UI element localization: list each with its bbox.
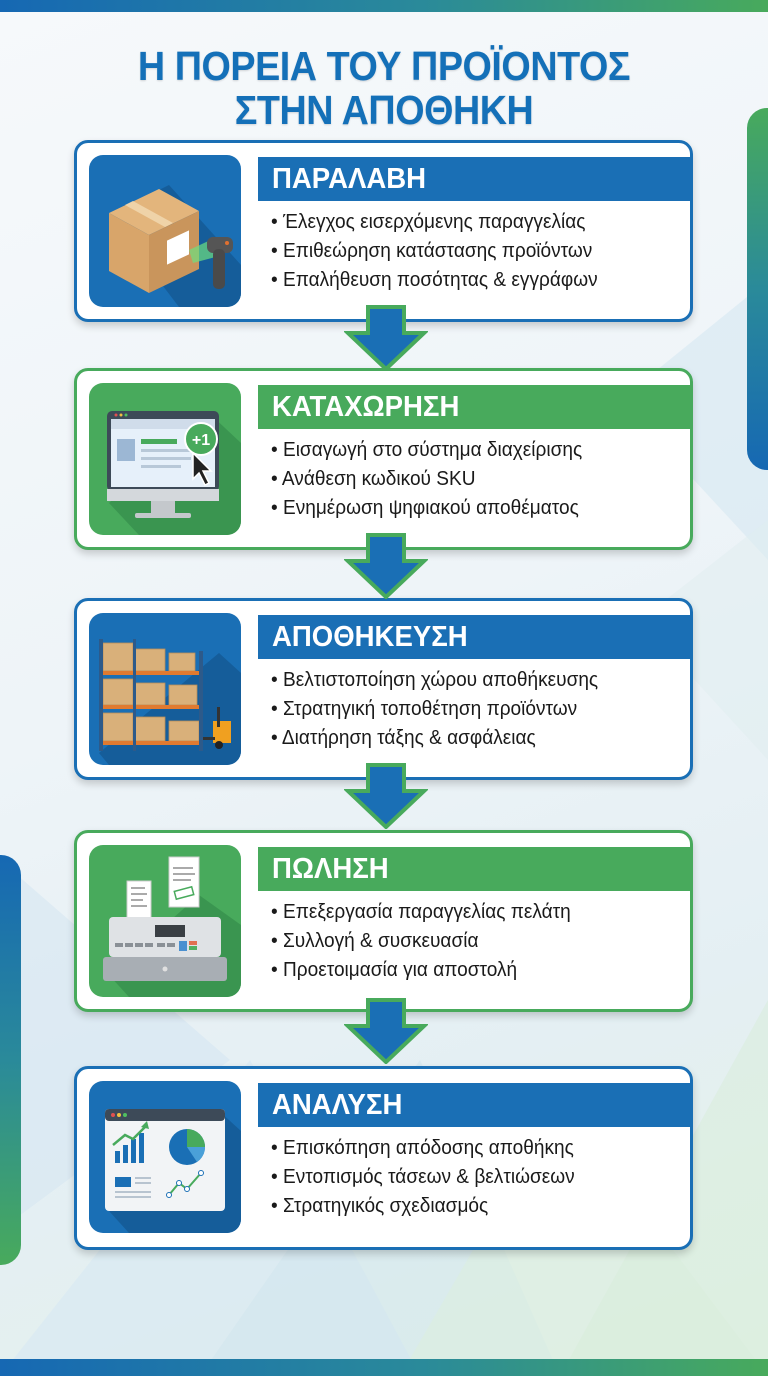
- bullet-item: Επισκόπηση απόδοσης αποθήκης: [271, 1133, 575, 1162]
- down-arrow-icon: [344, 305, 428, 371]
- cash-register-icon: [89, 845, 241, 997]
- title-line-1: Η ΠΟΡΕΙΑ ΤΟΥ ΠΡΟΪΟΝΤΟΣ: [137, 43, 631, 89]
- step-title: ΑΝΑΛΥΣΗ: [258, 1083, 690, 1127]
- step-bullets: Έλεγχος εισερχόμενης παραγγελίας Επιθεώρ…: [271, 207, 622, 294]
- bullet-item: Διατήρηση τάξης & ασφάλειας: [271, 723, 598, 752]
- bullet-item: Επιθεώρηση κατάστασης προϊόντων: [271, 236, 598, 265]
- step-bullets: Βελτιστοποίηση χώρου αποθήκευσης Στρατηγ…: [271, 665, 623, 752]
- step-title: ΑΠΟΘΗΚΕΥΣΗ: [258, 615, 690, 659]
- step-bullets: Επισκόπηση απόδοσης αποθήκης Εντοπισμός …: [271, 1133, 598, 1220]
- right-side-accent: [747, 108, 768, 470]
- bullet-item: Στρατηγική τοποθέτηση προϊόντων: [271, 694, 598, 723]
- bullet-item: Εντοπισμός τάσεων & βελτιώσεων: [271, 1162, 575, 1191]
- bullet-item: Επαλήθευση ποσότητας & εγγράφων: [271, 265, 598, 294]
- down-arrow-icon: [344, 763, 428, 829]
- bullet-item: Έλεγχος εισερχόμενης παραγγελίας: [271, 207, 598, 236]
- step-card-analysis: ΑΝΑΛΥΣΗ Επισκόπηση απόδοσης αποθήκης Εντ…: [74, 1066, 693, 1250]
- warehouse-shelves-forklift-icon: [89, 613, 241, 765]
- page-title: Η ΠΟΡΕΙΑ ΤΟΥ ΠΡΟΪΟΝΤΟΣ ΣΤΗΝ ΑΠΟΘΗΚΗ: [0, 44, 768, 132]
- bullet-item: Προετοιμασία για αποστολή: [271, 955, 571, 984]
- step-card-receiving: ΠΑΡΑΛΑΒΗ Έλεγχος εισερχόμενης παραγγελία…: [74, 140, 693, 322]
- step-card-sale: ΠΩΛΗΣΗ Επεξεργασία παραγγελίας πελάτη Συ…: [74, 830, 693, 1012]
- bullet-item: Επεξεργασία παραγγελίας πελάτη: [271, 897, 571, 926]
- box-barcode-scanner-icon: [89, 155, 241, 307]
- top-gradient-bar: [0, 0, 768, 12]
- svg-text:+1: +1: [192, 432, 210, 449]
- bottom-gradient-bar: [0, 1359, 768, 1376]
- bullet-item: Ενημέρωση ψηφιακού αποθέματος: [271, 493, 582, 522]
- step-card-storage: ΑΠΟΘΗΚΕΥΣΗ Βελτιστοποίηση χώρου αποθήκευ…: [74, 598, 693, 780]
- step-title: ΠΩΛΗΣΗ: [258, 847, 690, 891]
- bullet-item: Βελτιστοποίηση χώρου αποθήκευσης: [271, 665, 598, 694]
- title-line-2: ΣΤΗΝ ΑΠΟΘΗΚΗ: [234, 87, 534, 133]
- bullet-item: Εισαγωγή στο σύστημα διαχείρισης: [271, 435, 582, 464]
- step-card-registration: +1 ΚΑΤΑΧΩΡΗΣΗ Εισαγωγή στο σύστημα διαχε…: [74, 368, 693, 550]
- down-arrow-icon: [344, 533, 428, 599]
- left-side-accent: [0, 855, 21, 1265]
- analytics-dashboard-icon: [89, 1081, 241, 1233]
- step-title: ΠΑΡΑΛΑΒΗ: [258, 157, 690, 201]
- computer-monitor-add-icon: +1: [89, 383, 241, 535]
- step-bullets: Επεξεργασία παραγγελίας πελάτη Συλλογή &…: [271, 897, 593, 984]
- step-title: ΚΑΤΑΧΩΡΗΣΗ: [258, 385, 690, 429]
- bullet-item: Ανάθεση κωδικού SKU: [271, 464, 582, 493]
- down-arrow-icon: [344, 998, 428, 1064]
- bullet-item: Συλλογή & συσκευασία: [271, 926, 571, 955]
- step-bullets: Εισαγωγή στο σύστημα διαχείρισης Ανάθεση…: [271, 435, 606, 522]
- bullet-item: Στρατηγικός σχεδιασμός: [271, 1191, 575, 1220]
